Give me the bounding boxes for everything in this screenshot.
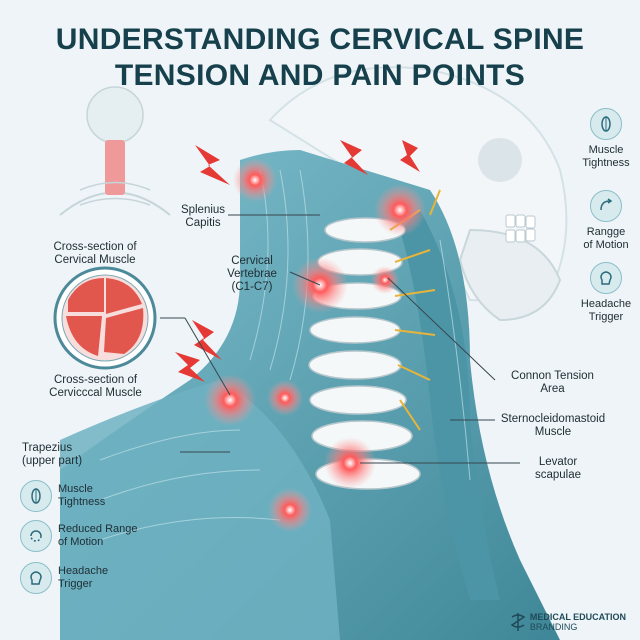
head-brain-icon	[20, 562, 52, 594]
brand-line-1: MEDICAL EDUCATION	[529, 612, 626, 622]
title-line-1: UNDERSTANDING CERVICAL SPINE	[55, 23, 585, 56]
page-title: UNDERSTANDING CERVICAL SPINE TENSION AND…	[0, 22, 640, 94]
teeth	[505, 214, 536, 243]
brand-line-2: BRANDING	[529, 622, 578, 632]
muscle-cross-section	[53, 266, 157, 370]
label-trapezius: Trapezius(upper part)	[22, 442, 83, 467]
skeleton-thumbnail	[59, 86, 171, 216]
eye-socket	[478, 138, 522, 182]
head-brain-icon	[590, 262, 622, 294]
brand-logo-icon	[510, 613, 526, 631]
rotation-arrows-icon	[20, 520, 52, 552]
trapezius-muscle	[60, 380, 340, 640]
lightning-bolt-icons	[175, 140, 420, 382]
muscle-fiber-icon	[20, 480, 52, 512]
neck-rotation-icon	[590, 190, 622, 222]
scm-muscle	[400, 210, 500, 600]
muscle-fiber-icon	[590, 108, 622, 140]
title-line-2: TENSION AND PAIN POINTS	[114, 59, 526, 92]
brand-mark: MEDICAL EDUCATION BRANDING	[512, 612, 626, 632]
